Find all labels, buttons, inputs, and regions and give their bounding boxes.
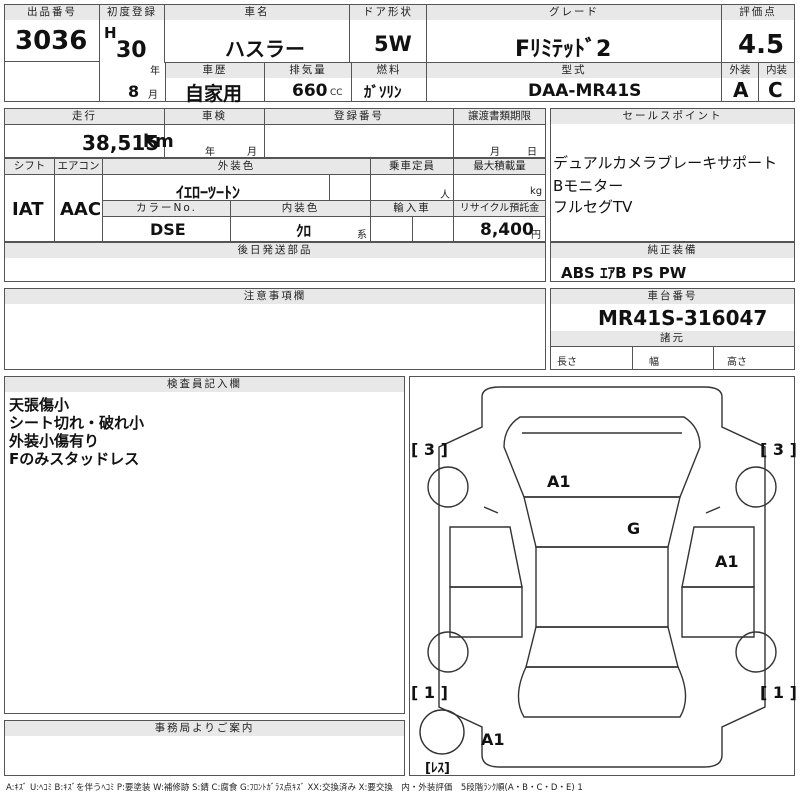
width-label: 幅 [649,357,659,368]
door-label: ドア形状 [350,5,426,20]
transfer-label: 譲渡書類期限 [454,109,545,124]
exterior-color: ｲｴﾛｰﾂｰﾄﾝ [176,183,241,202]
reg-label: 初度登録 [100,5,164,20]
capacity-unit: 人 [440,190,450,201]
load-label: 最大積載量 [454,159,545,174]
history: 自家用 [185,83,243,105]
tire-front-left: [ 3 ] [411,440,448,459]
inspection-label: 車検 [165,109,264,124]
office-section [4,720,405,776]
inspector-line-3: 外装小傷有り [9,432,100,450]
mark-windshield: G [627,519,641,538]
chassis-label: 車台番号 [551,289,794,304]
model-label: 車名 [165,5,349,20]
equipment-label: 純正装備 [551,243,794,258]
inspector-line-4: Fのみスタッドレス [9,450,140,468]
fuel-label: 燃料 [352,63,426,78]
interior-color: ｸﾛ [296,222,312,240]
later-parts-label: 後日発送部品 [5,243,545,258]
mark-hood: A1 [547,472,571,491]
mileage-unit: km [143,131,174,152]
tire-rear-left: [ 1 ] [411,683,448,702]
interior-label: 内装色 [231,201,370,216]
height-label: 高さ [727,357,747,368]
spec-label: 諸元 [551,331,794,346]
load-unit: kg [530,186,543,197]
chassis-number: MR41S-316047 [598,306,768,330]
inspector-section [4,376,405,714]
mark-right-door: A1 [715,552,739,571]
door-type: 5W [374,32,412,56]
int-label: 内装 [759,63,794,78]
fuel: ｶﾞｿﾘﾝ [364,83,402,101]
shift: IAT [12,199,44,220]
color-label: 外装色 [103,159,370,174]
sales-point-2: Bモニター [553,177,624,195]
diagram-section [409,376,795,776]
mark-rear: A1 [481,730,505,749]
insp-year-unit: 年 [205,147,215,158]
header-section [4,4,795,102]
equipment-section [550,242,795,282]
equipment-value: ABS ｴｱB PS PW [561,264,687,282]
recycle-fee: 8,400 [480,220,534,240]
recycle-unit: 円 [531,230,541,241]
color-number: DSE [150,220,186,239]
reg-year-unit: 年 [150,66,160,77]
inspector-line-1: 天張傷小 [9,396,70,414]
ac: AAC [60,199,102,220]
ext-label: 外装 [722,63,758,78]
length-label: 長さ [557,357,577,368]
history-label: 車歴 [166,63,264,78]
lot-label: 出品番号 [5,5,99,20]
import-label: 輸入車 [371,201,453,216]
legend: A:ｷｽﾞ U:ﾍｺﾐ B:ｷｽﾞを伴うﾍｺﾐ P:要塗装 W:補修跡 S:錆 … [6,783,583,793]
tire-front-right: [ 3 ] [760,440,797,459]
shift-label: シフト [5,159,54,174]
interior-unit: 系 [357,230,367,241]
model-name: ハスラー [225,37,305,61]
mileage-label: 走行 [5,109,164,124]
displacement-label: 排気量 [265,63,351,78]
sales-points-label: セールスポイント [551,109,794,124]
reg-month-unit: 月 [148,90,158,101]
sales-point-3: フルセグTV [553,198,633,216]
vehicle-diagram [419,386,777,768]
inspector-label: 検査員記入欄 [5,377,404,392]
transfer-day-unit: 日 [527,147,537,158]
score-label: 評価点 [722,5,794,20]
type-label: 型式 [427,63,721,78]
colorno-label: カラーNo. [103,201,230,216]
reg-era: H [104,24,117,42]
office-label: 事務局よりご案内 [5,721,404,736]
spare-tire-label: [ﾚｽ] [425,761,450,776]
mileage: 38,515 [82,131,160,155]
ac-label: エアコン [55,159,102,174]
displacement-unit: CC [330,88,343,98]
reg-year: 30 [116,38,147,63]
grade: Fﾘﾐﾃｯﾄﾞ2 [515,37,612,62]
tire-rear-right: [ 1 ] [760,683,797,702]
displacement: 660 [292,81,328,101]
transfer-month-unit: 月 [490,147,500,158]
mileage-section [4,108,546,158]
reg-month: 8 [128,82,140,101]
notes-section [4,288,546,370]
int-grade: C [768,78,783,102]
insp-month-unit: 月 [247,147,257,158]
type: DAA-MR41S [528,81,642,101]
chassis-section [550,288,795,370]
recycle-label: リサイクル預託金 [454,201,545,216]
sales-point-1: デュアルカメラブレーキサポート [553,154,778,172]
score: 4.5 [738,30,785,60]
sales-points-section [550,108,795,242]
lot-number: 3036 [15,26,88,56]
capacity-label: 乗車定員 [371,159,453,174]
notes-label: 注意事項欄 [5,289,545,304]
grade-label: グレード [427,5,721,20]
later-parts-section [4,242,546,282]
ext-grade: A [733,78,749,102]
inspector-line-2: シート切れ・破れ小 [9,414,145,432]
regnum-label: 登録番号 [265,109,453,124]
